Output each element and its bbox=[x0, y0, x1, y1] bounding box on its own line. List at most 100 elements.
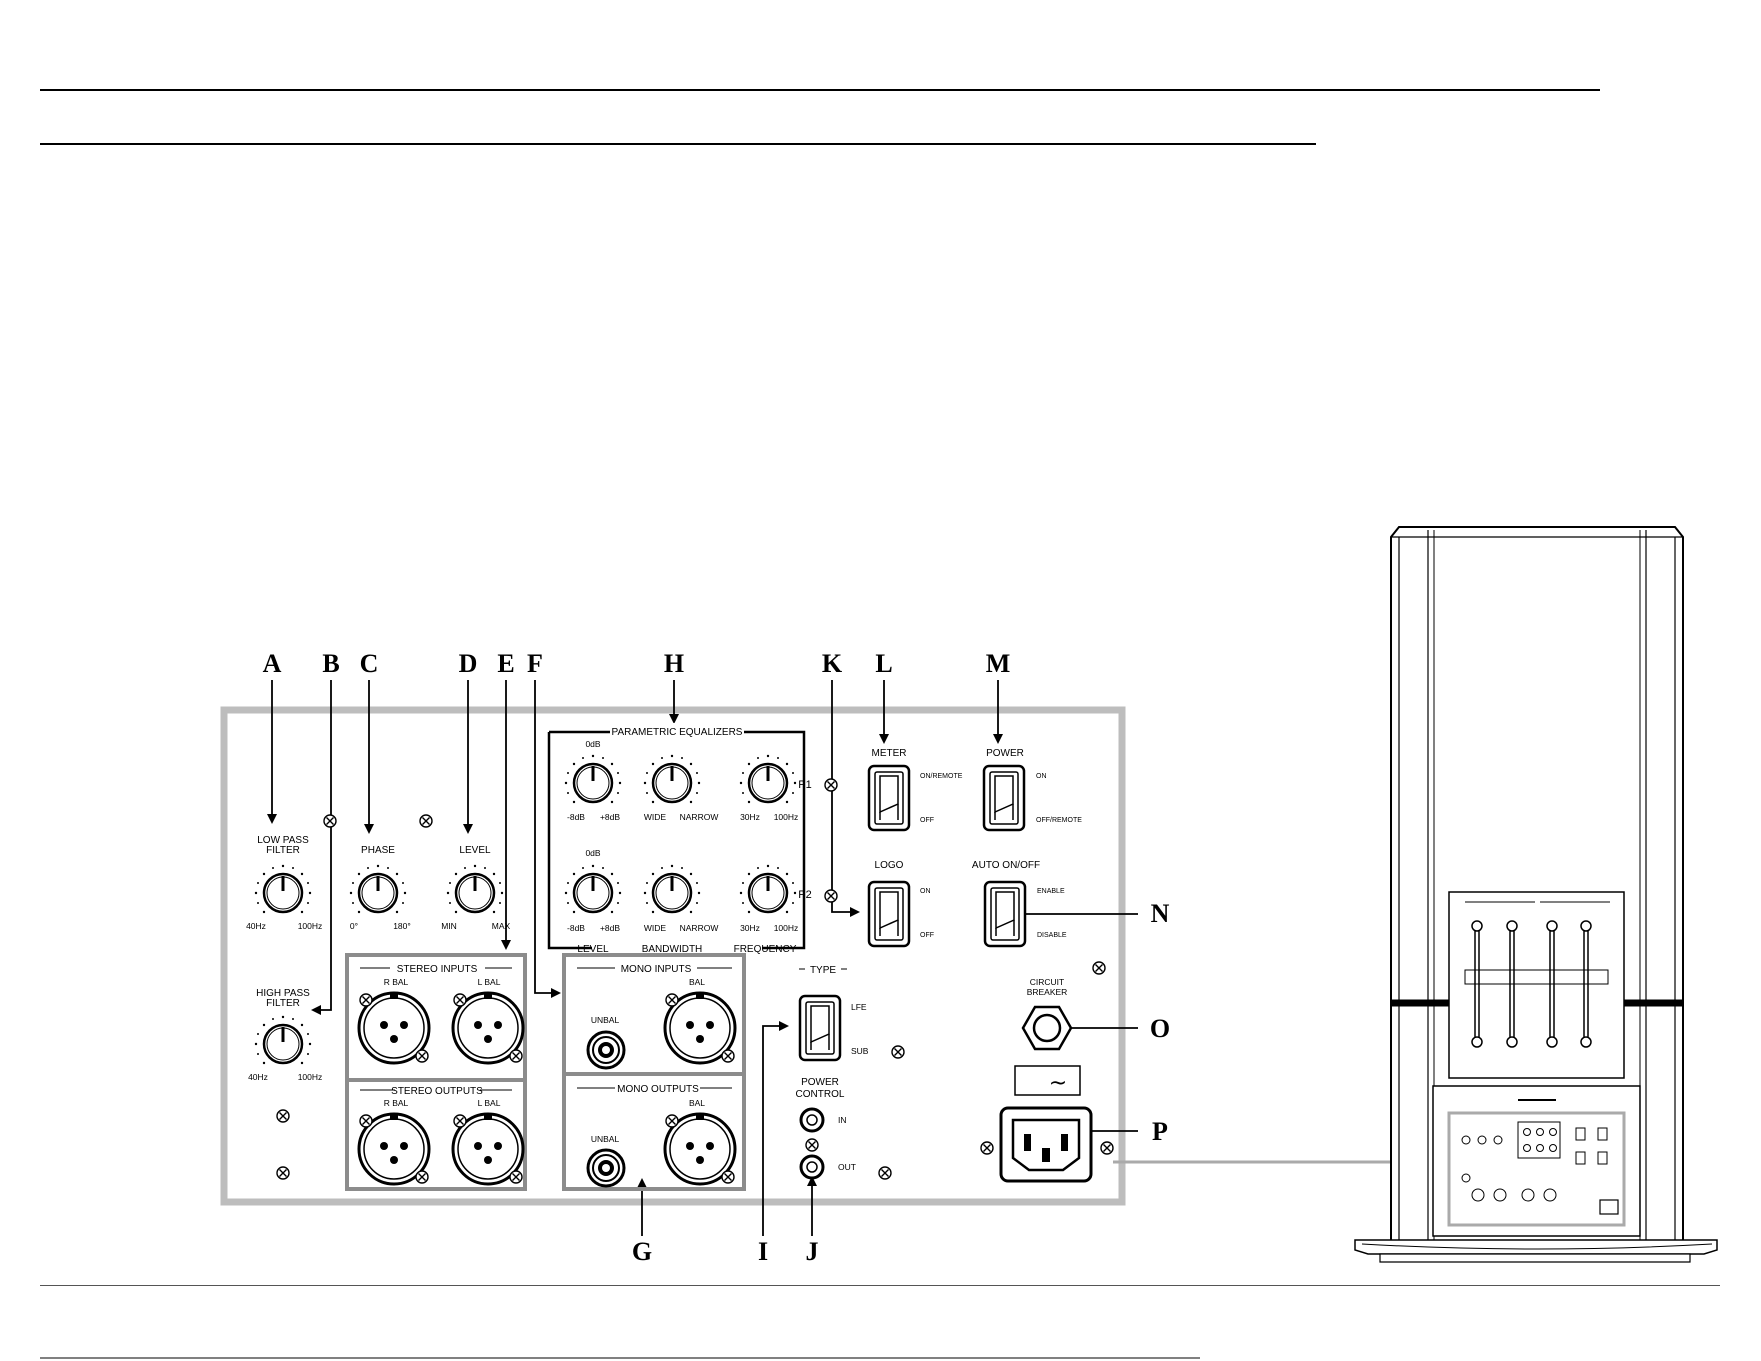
power-up-label: ON bbox=[1036, 773, 1047, 780]
eq-p1-label: P1 bbox=[798, 779, 811, 791]
power-switch-group: POWER ON OFF/REMOTE bbox=[982, 748, 1082, 832]
low-pass-min: 40Hz bbox=[246, 921, 266, 931]
stereo-out-l-label: L BAL bbox=[478, 1098, 501, 1108]
stereo-in-l-label: L BAL bbox=[478, 977, 501, 987]
power-control-out-jack[interactable] bbox=[799, 1154, 825, 1180]
eq-footer-bandwidth: BANDWIDTH bbox=[642, 944, 703, 955]
eq-p2-bw-min: WIDE bbox=[644, 923, 667, 933]
eq-p1-bw-max: NARROW bbox=[680, 812, 719, 822]
mono-connectors: MONO INPUTS UNBAL BAL MONO OUTPUTS UNBAL… bbox=[562, 953, 746, 1191]
meter-up-label: ON/REMOTE bbox=[920, 773, 963, 780]
eq-p2-level-max: +8dB bbox=[600, 923, 620, 933]
callout-d: D bbox=[459, 649, 478, 678]
meter-title: METER bbox=[872, 748, 907, 759]
callout-h: H bbox=[664, 649, 684, 678]
phase-title: PHASE bbox=[361, 845, 395, 856]
header-rule-second bbox=[40, 143, 1316, 145]
eq-p2-freq-min: 30Hz bbox=[740, 923, 760, 933]
mono-output-bal-xlr[interactable] bbox=[663, 1112, 737, 1186]
arrow-i bbox=[762, 1021, 789, 1236]
auto-up-label: ENABLE bbox=[1037, 888, 1065, 895]
parametric-equalizers: PARAMETRIC EQUALIZERS LEVEL BANDWIDTH FR… bbox=[547, 723, 812, 956]
callout-f: F bbox=[527, 649, 543, 678]
stereo-output-l-xlr[interactable] bbox=[451, 1112, 525, 1186]
meter-switch-group: METER ON/REMOTE OFF bbox=[867, 748, 963, 832]
auto-switch-group: AUTO ON/OFF ENABLE DISABLE bbox=[972, 860, 1067, 948]
eq-p2-label: P2 bbox=[798, 889, 811, 901]
callout-m: M bbox=[986, 649, 1011, 678]
mono-input-bal-xlr[interactable] bbox=[663, 991, 737, 1065]
stereo-input-r-xlr[interactable] bbox=[357, 991, 431, 1065]
logo-title: LOGO bbox=[875, 860, 904, 871]
level-control: LEVEL MIN MAX bbox=[441, 845, 510, 931]
breaker-title1: CIRCUIT bbox=[1030, 977, 1064, 987]
high-pass-filter: HIGH PASS FILTER 40Hz 100Hz bbox=[248, 988, 322, 1082]
mono-in-bal-label: BAL bbox=[689, 977, 705, 987]
ac-symbol: ~ bbox=[1049, 1071, 1067, 1096]
ac-symbol-box: ~ bbox=[1014, 1065, 1081, 1096]
callout-k: K bbox=[822, 649, 843, 678]
callout-o: O bbox=[1150, 1014, 1170, 1043]
type-title: TYPE bbox=[810, 965, 836, 976]
eq-p2-level-min: -8dB bbox=[567, 923, 585, 933]
arrow-f bbox=[534, 680, 561, 998]
level-title: LEVEL bbox=[459, 845, 491, 856]
eq-p2-bw-max: NARROW bbox=[680, 923, 719, 933]
phase-min: 0° bbox=[350, 921, 358, 931]
logo-switch[interactable] bbox=[867, 880, 911, 948]
low-pass-filter: LOW PASS FILTER 40Hz 100Hz bbox=[246, 835, 322, 931]
footer-rule bbox=[40, 1285, 1720, 1286]
stereo-output-r-xlr[interactable] bbox=[357, 1112, 431, 1186]
power-switch[interactable] bbox=[982, 764, 1026, 832]
stereo-out-r-label: R BAL bbox=[384, 1098, 409, 1108]
logo-switch-group: LOGO ON OFF bbox=[867, 860, 934, 948]
logo-up-label: ON bbox=[920, 888, 931, 895]
eq-p2-level-top: 0dB bbox=[585, 848, 600, 858]
logo-down-label: OFF bbox=[920, 932, 934, 939]
power-control-title2: CONTROL bbox=[796, 1089, 845, 1100]
callout-j: J bbox=[806, 1237, 819, 1266]
ac-power-inlet[interactable] bbox=[999, 1106, 1093, 1183]
arrow-b bbox=[311, 680, 332, 1015]
mono-input-unbal-rca[interactable] bbox=[586, 1030, 626, 1070]
circuit-breaker-group: CIRCUIT BREAKER bbox=[1021, 977, 1073, 1051]
eq-p1-level-min: -8dB bbox=[567, 812, 585, 822]
level-min: MIN bbox=[441, 921, 457, 931]
stereo-outputs-title: STEREO OUTPUTS bbox=[391, 1086, 483, 1097]
stereo-inputs-title: STEREO INPUTS bbox=[397, 964, 478, 975]
power-control-in-jack[interactable] bbox=[799, 1107, 825, 1133]
auto-on-off-switch[interactable] bbox=[983, 880, 1027, 948]
meter-switch[interactable] bbox=[867, 764, 911, 832]
callout-p: P bbox=[1152, 1117, 1168, 1146]
eq-p1-level-top: 0dB bbox=[585, 739, 600, 749]
breaker-title2: BREAKER bbox=[1027, 987, 1068, 997]
circuit-breaker[interactable] bbox=[1021, 1005, 1073, 1051]
low-pass-title: LOW PASS bbox=[257, 835, 309, 846]
stereo-connectors: STEREO INPUTS R BAL L BAL STEREO OUTPUTS… bbox=[345, 953, 527, 1191]
stereo-input-l-xlr[interactable] bbox=[451, 991, 525, 1065]
power-control-title1: POWER bbox=[801, 1077, 839, 1088]
type-switch[interactable] bbox=[798, 994, 842, 1062]
callout-l: L bbox=[875, 649, 892, 678]
speaker-cabinet-illustration bbox=[1354, 526, 1718, 1263]
callout-c: C bbox=[360, 649, 379, 678]
header-rule-top bbox=[40, 89, 1600, 91]
meter-down-label: OFF bbox=[920, 817, 934, 824]
callout-a: A bbox=[263, 649, 282, 678]
low-pass-title2: FILTER bbox=[266, 845, 300, 856]
power-control: POWER CONTROL IN OUT bbox=[796, 1077, 856, 1180]
low-pass-max: 100Hz bbox=[298, 921, 323, 931]
mono-in-unbal-label: UNBAL bbox=[591, 1015, 620, 1025]
eq-p2-freq-max: 100Hz bbox=[774, 923, 799, 933]
callout-e: E bbox=[497, 649, 514, 678]
power-down-label: OFF/REMOTE bbox=[1036, 817, 1082, 824]
high-pass-title2: FILTER bbox=[266, 998, 300, 1009]
eq-footer-level: LEVEL bbox=[577, 944, 609, 955]
phase-control: PHASE 0° 180° bbox=[348, 845, 411, 931]
type-switch-group: TYPE LFE SUB bbox=[798, 965, 869, 1062]
mono-output-unbal-rca[interactable] bbox=[586, 1148, 626, 1188]
auto-down-label: DISABLE bbox=[1037, 932, 1067, 939]
power-control-in-label: IN bbox=[838, 1115, 847, 1125]
high-pass-max: 100Hz bbox=[298, 1072, 323, 1082]
